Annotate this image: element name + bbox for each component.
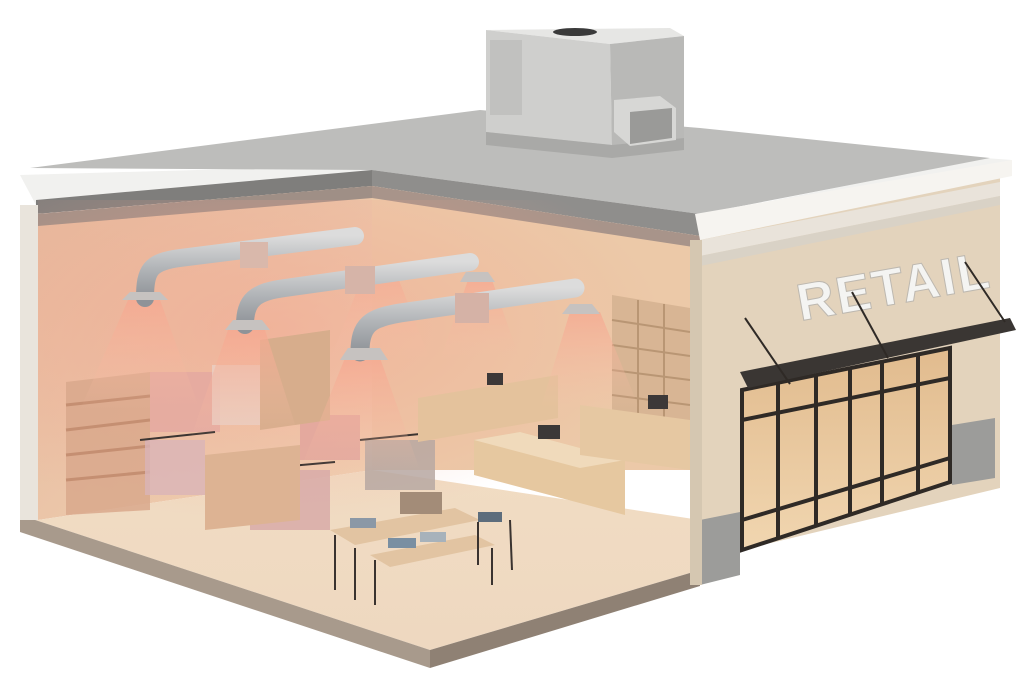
rooftop-hvac-unit — [486, 28, 684, 158]
checkout-counters — [418, 373, 690, 515]
display-tables — [330, 492, 513, 605]
storefront-window — [740, 345, 952, 553]
hvac-ductwork — [122, 227, 600, 362]
awning — [740, 261, 1016, 388]
